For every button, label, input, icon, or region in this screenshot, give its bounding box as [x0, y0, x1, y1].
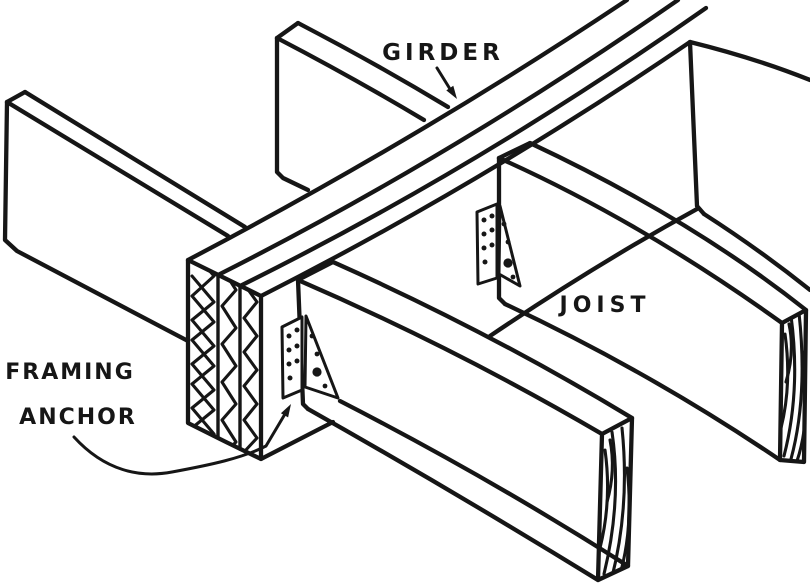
joist-far-left-top-near-edge	[4, 99, 231, 239]
mid-grain-5	[784, 322, 793, 384]
nail-hole	[481, 245, 487, 251]
framing-anchor-label-line1: FRAMING	[5, 360, 135, 385]
nail-hole	[286, 361, 292, 367]
nail-hole	[482, 259, 488, 265]
mid-grain-3	[780, 332, 790, 430]
girder-seam-far-edge	[215, 0, 681, 278]
girder-bottom-edge-left-segment	[258, 419, 336, 462]
grain-zigzag-2	[190, 274, 216, 454]
front-grain-2	[610, 426, 627, 579]
nail-hole	[294, 343, 300, 349]
anchor-leader-line	[72, 412, 287, 476]
girder-top-far-edge	[185, 0, 630, 263]
girder-beam	[185, 0, 709, 462]
nail-hole	[481, 217, 487, 223]
joist-middle-left-top-edge	[496, 140, 533, 161]
nail-hole	[294, 358, 300, 364]
joist-far-left-end-top-edge	[4, 89, 28, 105]
nail-hole	[505, 239, 511, 245]
girder-arrow-head-icon	[446, 85, 457, 99]
joist-far-center-end-and-bottom-edge	[274, 35, 311, 193]
framing-anchor-right	[475, 202, 522, 288]
nail-hole	[322, 383, 328, 389]
joist-middle-bottom-edge	[502, 301, 783, 463]
joist-front	[295, 259, 635, 583]
joist-middle-left-edge	[496, 155, 508, 307]
front-grain-4	[617, 466, 631, 580]
nail-hole	[314, 351, 320, 357]
nail-hole	[286, 347, 292, 353]
joist-front-left-top-edge	[295, 259, 336, 283]
nail-hole	[287, 375, 293, 381]
joist-front-top-near-edge	[295, 277, 605, 437]
girder-top-near-edge	[258, 39, 693, 299]
nail-hole	[510, 274, 516, 280]
nail-hole	[286, 333, 292, 339]
annotations: GIRDER JOIST FRAMING ANCHOR	[5, 40, 651, 476]
anchor-right-nail	[503, 258, 513, 268]
joist-front-bottom-far-edge	[337, 398, 631, 569]
anchor-front-nail	[312, 367, 322, 377]
joist-right-bottom-edge	[701, 211, 810, 293]
anchor-front-flap	[303, 314, 340, 400]
joist-front-end-grain	[598, 426, 631, 580]
joist-middle-end-grain	[780, 311, 806, 462]
nail-hole	[501, 221, 507, 227]
joist-front-end-face	[595, 415, 635, 583]
joist-far-left-top-far-edge	[22, 89, 248, 230]
front-grain-5	[605, 438, 614, 504]
joist-far-center-top-far-edge	[295, 20, 451, 110]
girder-label: GIRDER	[382, 40, 504, 66]
joist-middle	[496, 140, 809, 465]
girder-seam-near-edge	[237, 5, 709, 289]
joist-far-center-top-near-edge	[274, 35, 427, 123]
anchor-right-plate	[475, 202, 499, 286]
grain-zigzag-3	[220, 266, 238, 458]
joist-far-left	[2, 89, 248, 344]
joist-far-left-bottom-edge	[2, 99, 191, 344]
nail-hole	[489, 213, 495, 219]
anchor-right-flap	[497, 204, 522, 288]
framing-anchor-label-line2: ANCHOR	[19, 405, 137, 430]
girder-arrow-shaft	[435, 66, 452, 91]
nail-hole	[489, 242, 495, 248]
nail-hole	[294, 327, 300, 333]
front-grain-1	[602, 430, 618, 576]
grain-zigzag-4	[242, 282, 259, 454]
nail-hole	[309, 333, 315, 339]
joist-middle-top-far-edge	[527, 140, 809, 313]
girder-end-grain	[190, 260, 259, 458]
joist-middle-top-near-edge	[496, 155, 785, 326]
nail-hole	[481, 231, 487, 237]
joist-front-bottom-near-edge	[305, 406, 601, 583]
joist-front-top-far-edge	[330, 259, 635, 421]
girder-bottom-edge-right-segment	[487, 206, 700, 339]
nail-hole	[489, 227, 495, 233]
anchor-arrow-head-icon	[280, 404, 291, 418]
mid-grain-1	[782, 314, 797, 458]
joist-right-partial	[687, 39, 810, 293]
joist-far-center	[274, 20, 451, 193]
girder-end-face	[185, 257, 264, 462]
joist-right-end-edge	[687, 39, 707, 217]
joist-label: JOIST	[558, 293, 651, 318]
framing-anchor-front	[280, 314, 340, 400]
joist-far-center-end-top-edge	[274, 20, 301, 41]
joist-right-top-edge	[687, 39, 810, 83]
mid-grain-2	[789, 311, 804, 461]
